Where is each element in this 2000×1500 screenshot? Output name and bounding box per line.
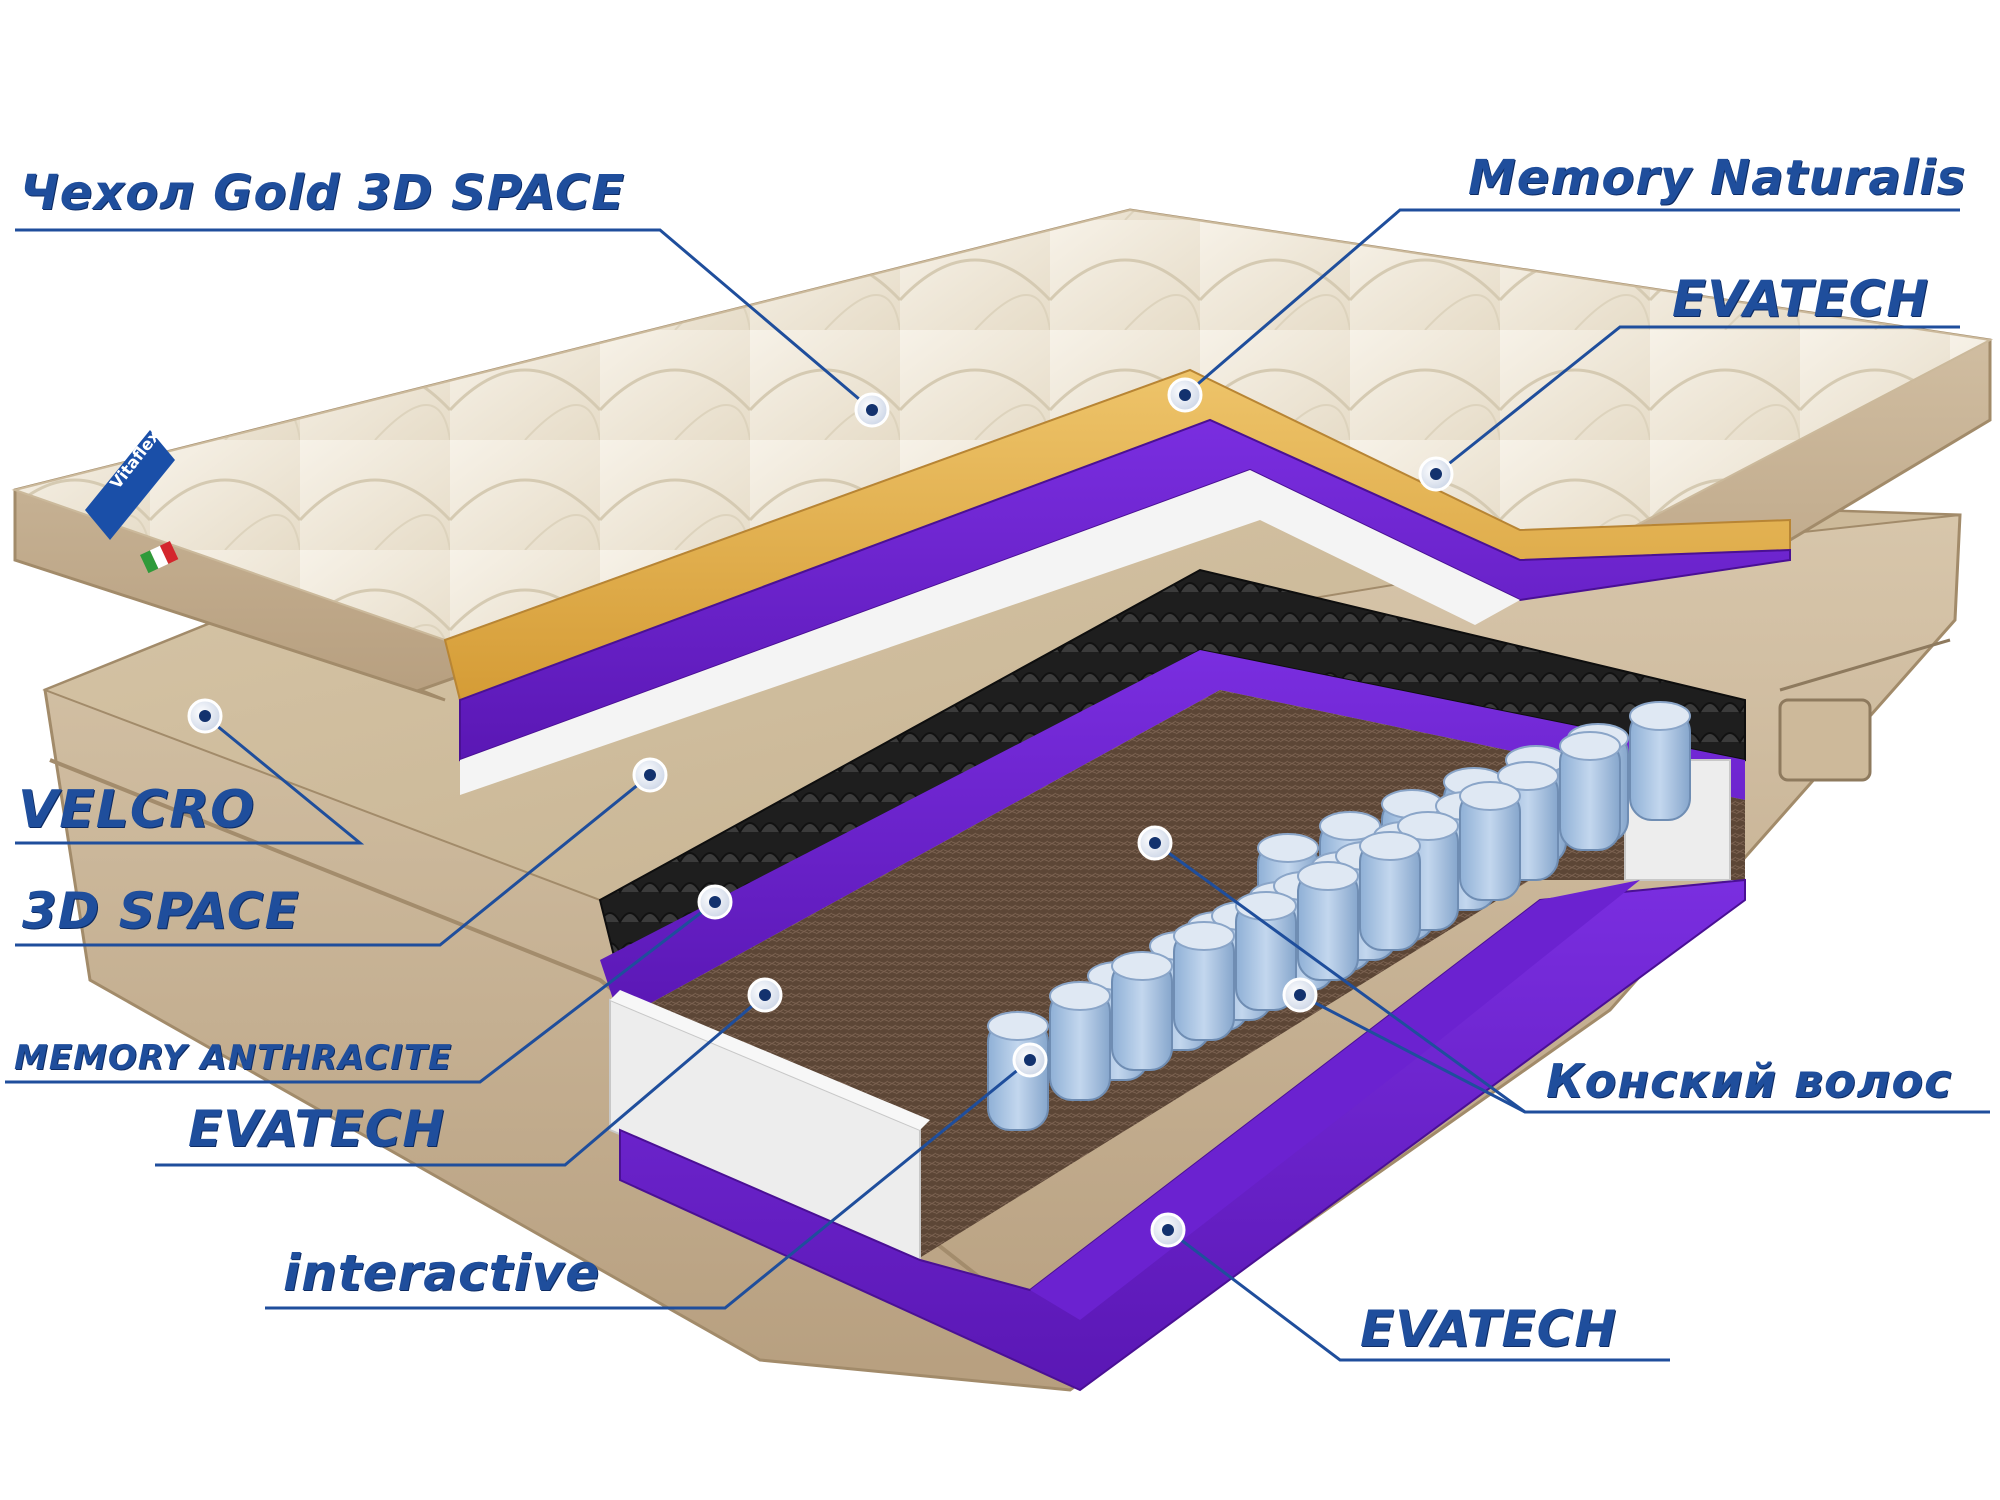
label-memory-anthracite: MEMORY ANTHRACITE bbox=[14, 1038, 453, 1078]
pocket-springs bbox=[987, 701, 1691, 1131]
spring-coil bbox=[1049, 981, 1111, 1101]
label-evatech-bottom: EVATECH bbox=[1360, 1300, 1618, 1358]
spring-coil bbox=[987, 1011, 1049, 1131]
spring-coil bbox=[1629, 701, 1691, 821]
leader-line bbox=[1167, 1228, 1670, 1362]
leader-line bbox=[15, 714, 365, 845]
leader-lines bbox=[5, 208, 1990, 1362]
leader-line bbox=[5, 900, 716, 1084]
leader-line bbox=[15, 773, 651, 947]
label-velcro: VELCRO bbox=[18, 780, 256, 840]
leader-line bbox=[1435, 325, 1960, 476]
label-cover: Чехол Gold 3D SPACE bbox=[20, 165, 626, 221]
spring-coil bbox=[1559, 731, 1621, 851]
leader-line bbox=[1154, 841, 1526, 1114]
leader-line bbox=[155, 993, 766, 1167]
spring-coil bbox=[1459, 781, 1521, 901]
side-handle bbox=[1778, 698, 1872, 782]
label-3d-space: 3D SPACE bbox=[22, 882, 300, 940]
spring-coil bbox=[1359, 831, 1421, 951]
leader-line bbox=[1184, 208, 1960, 397]
label-horsehair: Конский волос bbox=[1546, 1054, 1953, 1108]
label-memory-naturalis: Memory Naturalis bbox=[1468, 150, 1967, 206]
label-interactive: interactive bbox=[283, 1244, 601, 1302]
spring-coil bbox=[1173, 921, 1235, 1041]
label-evatech-mid: EVATECH bbox=[188, 1100, 446, 1158]
label-evatech-top: EVATECH bbox=[1672, 270, 1930, 328]
spring-coil bbox=[1297, 861, 1359, 981]
leader-line bbox=[265, 1058, 1031, 1310]
leader-line bbox=[15, 228, 873, 412]
spring-coil bbox=[1111, 951, 1173, 1071]
italy-flag-icon bbox=[140, 541, 179, 574]
